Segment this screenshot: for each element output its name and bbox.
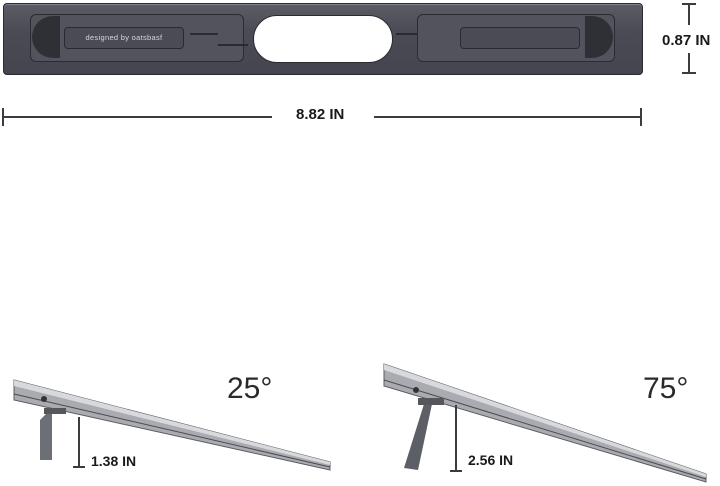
height-dim-cap-bottom — [682, 72, 696, 74]
height-dim-line-top — [688, 3, 690, 25]
width-dim-cap-right — [640, 108, 642, 126]
stand-leg-25 — [40, 412, 52, 460]
center-cutout — [253, 15, 393, 63]
stand-leg-75 — [404, 404, 432, 470]
lift-25-dim-cap — [73, 466, 85, 468]
lift-75-dim-cap — [450, 470, 462, 472]
left-hinge-pin — [218, 44, 248, 46]
width-dim-line-left — [2, 116, 272, 118]
laptop-25-illustration — [13, 379, 331, 471]
laptop-75-illustration — [383, 363, 707, 483]
right-hinge-pin — [396, 33, 426, 35]
lift-25-label: 1.38 IN — [91, 453, 137, 469]
angle-75-label: 75° — [643, 372, 689, 405]
left-leg-handle: designed by oatsbasf — [64, 27, 184, 49]
width-dim-line-right — [374, 116, 642, 118]
height-dim-line-bottom — [688, 53, 690, 73]
width-dimension-label: 8.82 IN — [296, 106, 345, 123]
left-spring — [190, 33, 218, 35]
lift-75-dim-line — [455, 405, 457, 471]
angle-25-label: 25° — [227, 372, 273, 405]
lift-25-dim-line — [78, 417, 80, 467]
engraving-text: designed by oatsbasf — [85, 33, 163, 42]
lift-75-label: 2.56 IN — [468, 452, 514, 468]
height-dimension-label: 0.87 IN — [662, 32, 711, 49]
left-grip-pad — [32, 16, 60, 58]
right-leg-handle — [460, 27, 580, 49]
